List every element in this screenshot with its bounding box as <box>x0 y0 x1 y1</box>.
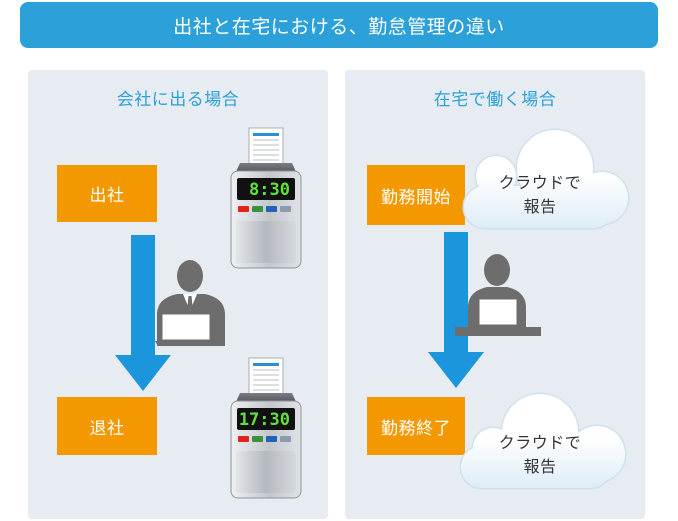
panel-title-home: 在宅で働く場合 <box>433 90 557 110</box>
cloud-report-line: クラウドで <box>498 433 582 452</box>
arrow-shaft <box>131 235 155 357</box>
arrow-head <box>115 355 171 391</box>
worker-tie <box>187 296 193 311</box>
clock-button-red <box>238 206 249 212</box>
time-clock-icon: 8:30 <box>230 127 302 269</box>
panel-home: 在宅で働く場合 勤務開始 クラウドで 報告 <box>345 70 645 519</box>
office-worker-icon <box>155 260 225 346</box>
cloud-report-start: クラウドで 報告 <box>460 128 630 232</box>
clock-button-blue <box>266 206 277 212</box>
step-work-start: 勤務開始 <box>367 165 465 225</box>
desk <box>455 327 541 336</box>
laptop-screen <box>476 296 520 328</box>
title-banner: 出社と在宅における、勤怠管理の違い <box>20 2 658 48</box>
step-clock-in: 出社 <box>57 165 157 222</box>
cloud-icon <box>459 392 627 490</box>
cloud-fill <box>464 130 628 228</box>
laptop-base <box>155 341 217 346</box>
clock-button-green <box>252 206 263 212</box>
cloud-report-line: 報告 <box>523 197 557 216</box>
worker-head <box>484 254 510 286</box>
cloud-report-line: 報告 <box>523 457 557 476</box>
time-clock-icon: 17:30 <box>230 357 302 499</box>
cloud-report-end: クラウドで 報告 <box>455 392 627 492</box>
clock-time: 8:30 <box>249 180 290 200</box>
cloud-report-text: クラウドで 報告 <box>455 431 625 479</box>
page-title: 出社と在宅における、勤怠管理の違い <box>173 15 505 38</box>
step-clock-out: 退社 <box>57 397 157 455</box>
laptop-screen <box>159 311 213 343</box>
clock-button-blue <box>266 436 277 442</box>
worker-head <box>177 260 203 292</box>
cloud-icon <box>462 128 630 230</box>
panel-office: 会社に出る場合 出社 8:30 <box>28 70 328 519</box>
cloud-report-text: クラウドで 報告 <box>460 171 620 219</box>
clock-lower-panel <box>236 451 296 493</box>
time-card-header <box>253 363 279 366</box>
arrow-head <box>428 352 484 388</box>
clock-time: 17:30 <box>239 410 290 430</box>
clock-button-red <box>238 436 249 442</box>
panel-title-office: 会社に出る場合 <box>116 90 240 110</box>
clock-display <box>237 178 295 200</box>
clock-button-gray <box>280 206 291 212</box>
remote-worker-icon <box>455 254 541 336</box>
clock-button-green <box>252 436 263 442</box>
cloud-report-line: クラウドで <box>498 173 582 192</box>
arrow-down-icon <box>115 235 171 391</box>
time-card-header <box>253 133 279 136</box>
time-card-lines <box>253 369 279 391</box>
clock-display <box>237 408 295 430</box>
cloud-fill <box>461 394 625 488</box>
time-card-lines <box>253 139 279 161</box>
step-work-end: 勤務終了 <box>367 397 465 455</box>
clock-lower-panel <box>236 221 296 263</box>
clock-button-gray <box>280 436 291 442</box>
